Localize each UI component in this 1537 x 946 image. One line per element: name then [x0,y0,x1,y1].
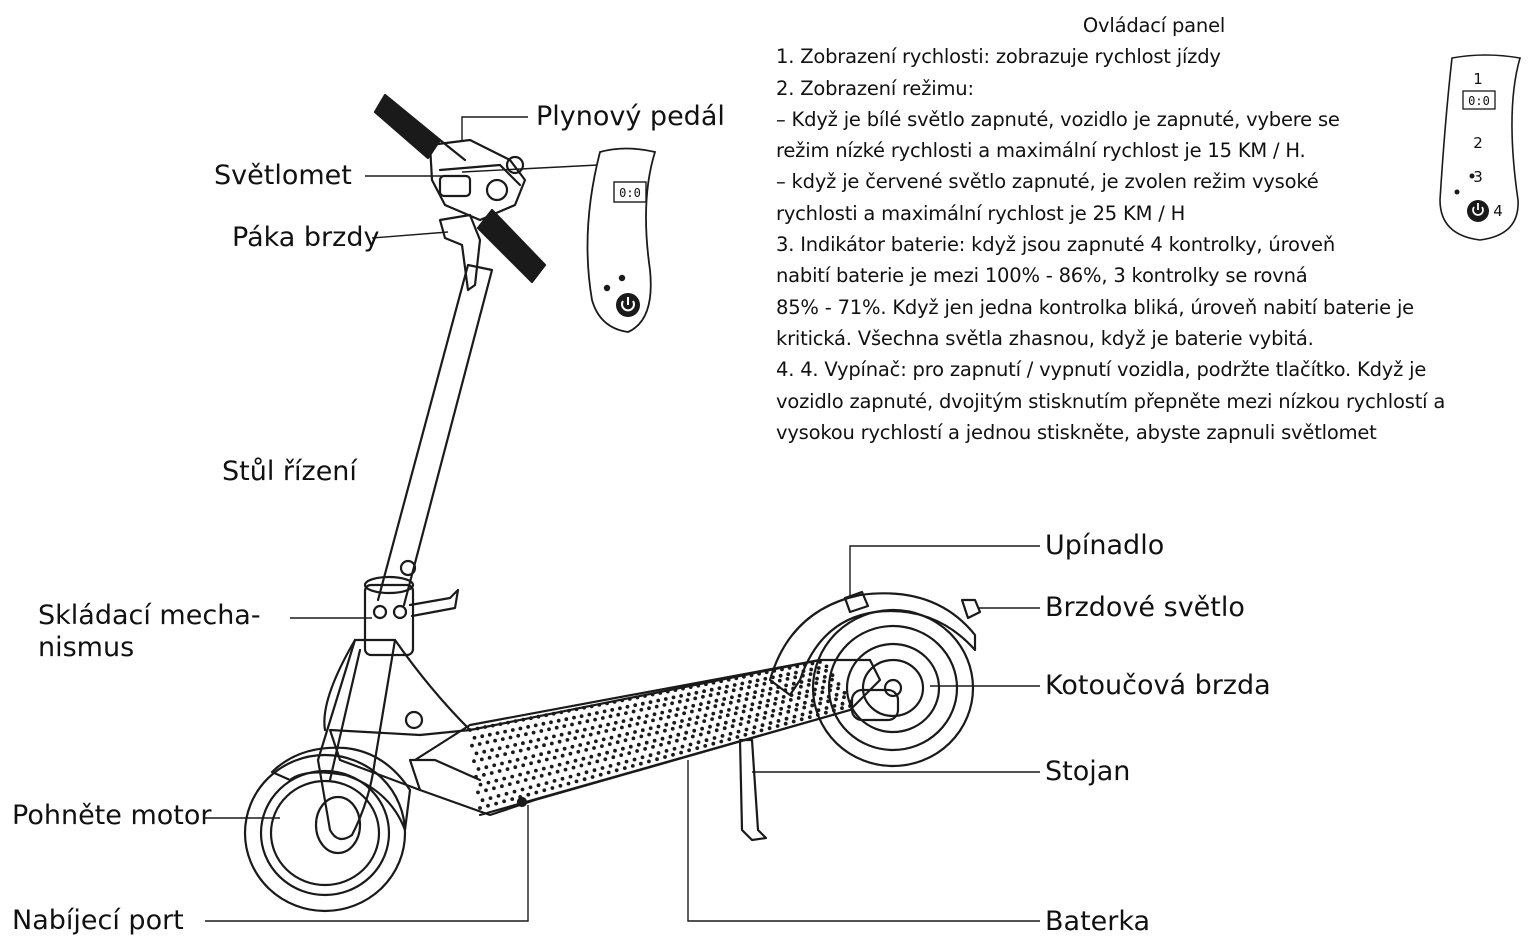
steering-stem [376,263,494,607]
panel-title: Ovládací panel [1082,14,1226,37]
front-fender [270,746,412,832]
leader-battery [687,760,1040,922]
callout-1: 1 [1473,70,1483,88]
right-grip [476,208,547,284]
label-motor: Pohněte motor [12,800,212,831]
panel-line: kritická. Všechna světla zhasnou, když j… [776,326,1314,350]
panel-line: nabití baterie je mezi 100% - 86%, 3 kon… [776,264,1308,288]
deck-grip-dots [468,660,853,810]
label-disc-brake: Kotoučová brzda [1045,670,1271,701]
panel-line: 4. 4. Vypínač: pro zapnutí / vypnutí voz… [776,358,1427,382]
display-reading: 0:0 [619,186,641,200]
panel-line: vysokou rychlostí a jednou stiskněte, ab… [776,420,1377,444]
label-headlight: Světlomet [214,160,352,191]
brake-lever-shape [438,213,482,292]
label-brake-lever: Páka brzdy [232,222,380,253]
label-battery: Baterka [1045,906,1151,937]
control-panel-description: Ovládací panel 1. Zobrazení rychlosti: z… [776,10,1516,448]
panel-line: režim nízké rychlosti a maximální rychlo… [776,139,1306,163]
rear-fender [768,592,977,697]
panel-line: rychlosti a maximální rychlost je 25 KM … [776,201,1186,225]
display-legend: 1 0:0 2 3 4 [1439,54,1522,241]
left-grip [373,93,467,162]
panel-line: 3. Indikátor baterie: když jsou zapnuté … [776,233,1335,257]
label-folding: Skládací mecha- nismus [38,600,261,663]
front-fork [316,638,397,841]
kickstand-shape [738,738,768,842]
callout-2: 2 [1473,134,1483,152]
leader-throttle [461,116,528,142]
display-legend-reading: 0:0 [1468,94,1490,108]
panel-line: vozidlo zapnuté, dvojitým stisknutím pře… [776,389,1446,413]
label-clamp: Upínadlo [1045,530,1165,561]
panel-line: – když je červené světlo zapnuté, je zvo… [776,170,1319,194]
leader-charging [205,805,529,922]
rear-wheel [811,608,975,768]
label-throttle: Plynový pedál [536,101,725,132]
front-wheel [243,753,407,913]
label-stem: Stůl řízení [222,456,357,487]
callout-4: 4 [1493,202,1503,220]
panel-line: 1. Zobrazení rychlosti: zobrazuje rychlo… [776,45,1221,69]
label-brake-light: Brzdové světlo [1045,592,1245,623]
callout-3: 3 [1473,168,1483,186]
panel-line: 2. Zobrazení režimu: [776,76,974,100]
panel-line: – Když je bílé světlo zapnuté, vozidlo j… [776,107,1340,131]
panel-line: 85% - 71%. Když jen jedna kontrolka blik… [776,295,1414,319]
display-panel-callout: 0:0 [586,147,657,333]
label-kickstand: Stojan [1045,756,1131,787]
label-charging-port: Nabíjecí port [12,905,184,936]
panel-lines: 1. Zobrazení rychlosti: zobrazuje rychlo… [776,41,1516,448]
leader-clamp [849,545,1040,598]
leader-brake-lever [371,231,449,239]
